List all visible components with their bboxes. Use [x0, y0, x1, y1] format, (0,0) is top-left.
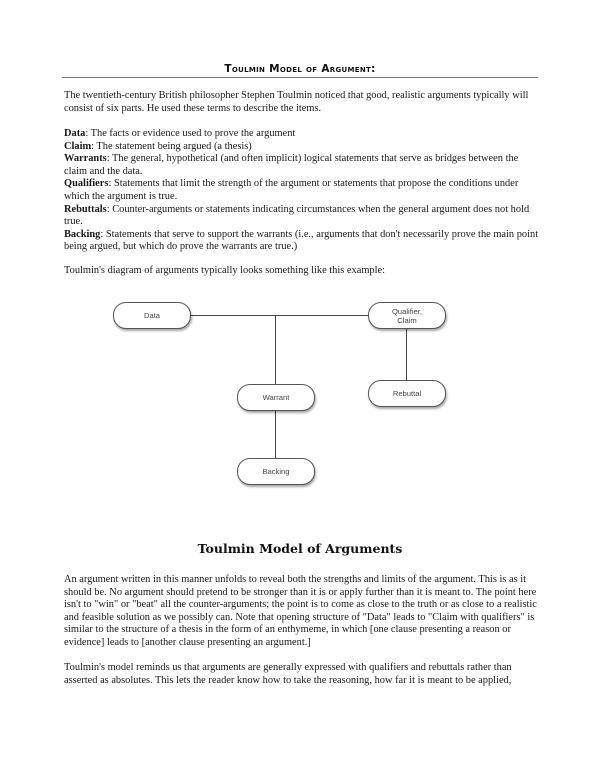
body-paragraph: Toulmin's model reminds us that argument… — [64, 662, 512, 686]
term-warrants: Warrants: The general, hypothetical (and… — [64, 153, 540, 178]
term-label: Backing — [64, 228, 101, 240]
connector-claim-rebuttal — [406, 329, 408, 380]
node-data: Data — [113, 302, 191, 329]
node-label: Data — [143, 311, 161, 320]
term-definition: : Statements that serve to support the w… — [64, 228, 539, 253]
term-label: Claim — [64, 140, 92, 152]
term-rebuttals: Rebuttals: Counter-arguments or statemen… — [64, 204, 540, 229]
term-claim: Claim: The statement being argued (a the… — [64, 141, 540, 154]
body-paragraph: An argument written in this manner unfol… — [64, 574, 537, 648]
term-definition: : The facts or evidence used to prove th… — [85, 128, 296, 139]
term-qualifiers: Qualifiers: Statements that limit the st… — [64, 178, 540, 203]
node-label: Claim — [397, 315, 417, 325]
node-warrant: Warrant — [237, 384, 315, 411]
diagram-caption: Toulmin's diagram of arguments typically… — [64, 265, 385, 276]
term-definition: : Counter-arguments or statements indica… — [64, 203, 530, 228]
node-label: Rebuttal — [392, 389, 422, 398]
term-definition: : Statements that limit the strength of … — [64, 178, 519, 202]
term-data: Data: The facts or evidence used to prov… — [64, 128, 540, 141]
term-definition: : The general, hypothetical (and often i… — [64, 153, 519, 177]
connector-warrant-backing — [275, 410, 277, 458]
intro-paragraph: The twentieth-century British philosophe… — [64, 90, 529, 114]
node-backing: Backing — [237, 458, 315, 485]
term-backing: Backing: Statements that serve to suppor… — [64, 229, 540, 254]
node-label: Warrant — [262, 393, 290, 402]
connector-data-claim — [191, 315, 369, 317]
term-label: Data — [64, 128, 86, 139]
section-title: Toulmin Model of Arguments — [197, 541, 403, 556]
term-label: Rebuttals — [64, 203, 107, 215]
node-label: Backing — [262, 467, 290, 476]
node-qualifier-claim: Qualifier, Claim — [368, 302, 446, 329]
term-definition: : The statement being argued (a thesis) — [91, 140, 252, 152]
term-label: Warrants — [64, 153, 107, 165]
terms-list: Data: The facts or evidence used to prov… — [64, 128, 540, 254]
header-rule — [62, 77, 538, 78]
node-rebuttal: Rebuttal — [368, 380, 446, 407]
connector-junction-warrant — [275, 315, 277, 384]
node-label: Qualifier, — [392, 306, 422, 316]
term-label: Qualifiers — [64, 178, 109, 190]
header-title: Toulmin Model of Argument: — [224, 63, 376, 75]
